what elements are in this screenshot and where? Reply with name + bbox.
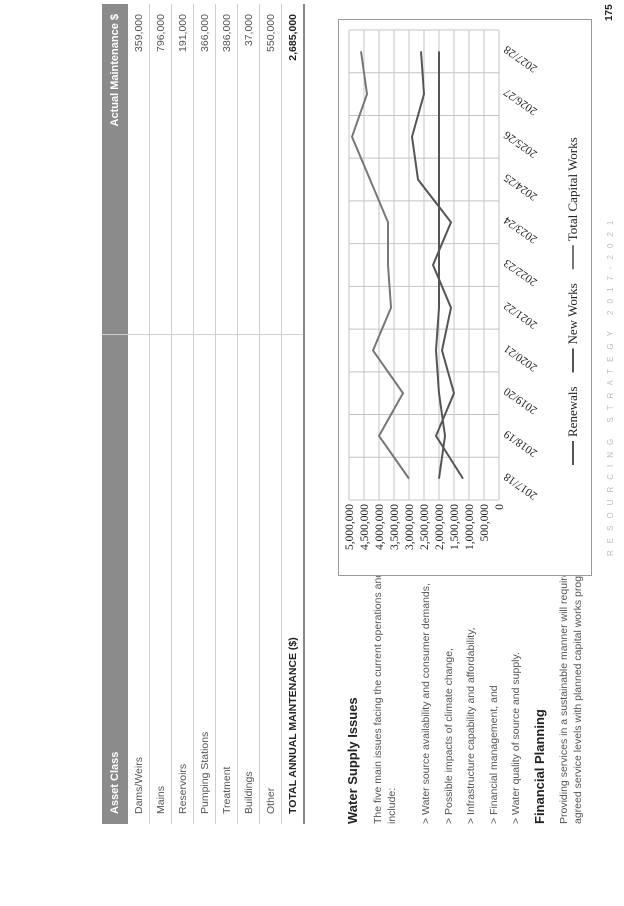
y-tick-label: 2,500,000: [419, 504, 431, 550]
x-tick-label: 2025/26: [502, 128, 540, 160]
chart-svg: 0500,0001,000,0001,500,0002,000,0002,500…: [344, 29, 580, 550]
x-tick-label: 2017/18: [502, 470, 540, 502]
list-item: > Possible impacts of climate change,: [442, 648, 455, 824]
x-tick-label: 2026/27: [502, 85, 540, 117]
maintenance-value-cell: 366,000: [193, 4, 216, 335]
x-tick-label: 2019/20: [502, 385, 540, 417]
asset-class-cell: Pumping Stations: [193, 334, 216, 824]
maintenance-value-cell: 796,000: [149, 4, 172, 335]
x-tick-label: 2018/19: [502, 427, 540, 459]
table-total-row: TOTAL ANNUAL MAINTENANCE ($)2,685,000: [281, 4, 304, 824]
x-tick-label: 2021/22: [502, 299, 540, 331]
maintenance-value-cell: 359,000: [128, 4, 150, 335]
y-tick-label: 1,000,000: [464, 504, 476, 550]
x-tick-label: 2024/25: [502, 171, 540, 203]
asset-class-cell: Dams/Weirs: [128, 334, 150, 824]
y-tick-label: 4,500,000: [359, 504, 371, 550]
series-line-new-works: [410, 51, 464, 480]
asset-class-cell: Other: [259, 334, 282, 824]
footer-text: RESOURCING STRATEGY 2017-2021: [606, 213, 615, 556]
list-item: > Water quality of source and supply.: [510, 652, 522, 824]
maintenance-table: Asset Class Actual Maintenance $ Dams/We…: [102, 4, 305, 824]
asset-class-cell: Reservoirs: [171, 334, 194, 824]
financial-planning-heading: Financial Planning: [532, 709, 547, 824]
legend-label: New Works: [565, 283, 580, 344]
y-tick-label: 3,000,000: [404, 504, 416, 550]
y-tick-label: 500,000: [479, 504, 491, 542]
legend-label: Total Capital Works: [565, 137, 580, 241]
series-line-total-capital-works: [350, 51, 410, 480]
x-tick-label: 2020/21: [502, 342, 540, 374]
x-tick-label: 2022/23: [502, 256, 540, 288]
x-tick-label: 2023/24: [502, 214, 540, 246]
y-tick-label: 3,500,000: [389, 504, 401, 550]
x-tick-label: 2027/28: [502, 43, 540, 75]
issues-list: > Water source availability and consumer…: [415, 583, 528, 824]
total-value-cell: 2,685,000: [281, 4, 304, 335]
asset-class-cell: Mains: [149, 334, 172, 824]
maintenance-value-cell: 37,000: [237, 4, 260, 335]
list-item: > Financial management, and: [487, 685, 500, 824]
table-header-row: Asset Class Actual Maintenance $: [102, 4, 128, 824]
total-label-cell: TOTAL ANNUAL MAINTENANCE ($): [281, 334, 304, 824]
y-tick-label: 0: [494, 504, 506, 510]
maintenance-value-cell: 550,000: [259, 4, 282, 335]
asset-class-cell: Buildings: [237, 334, 260, 824]
list-item: > Water source availability and consumer…: [420, 583, 432, 824]
y-tick-label: 5,000,000: [344, 504, 356, 550]
y-tick-label: 2,000,000: [434, 504, 446, 550]
column-header-actual-maintenance: Actual Maintenance $: [102, 4, 128, 335]
y-tick-label: 1,500,000: [449, 504, 461, 550]
y-tick-label: 4,000,000: [374, 504, 386, 550]
legend-label: Renewals: [565, 386, 580, 437]
water-supply-heading: Water Supply Issues: [345, 697, 360, 824]
series-line-renewals: [434, 51, 447, 479]
list-item: > Infrastructure capability and affordab…: [465, 627, 477, 824]
page-number: 175: [604, 4, 615, 21]
asset-class-cell: Treatment: [215, 334, 238, 824]
maintenance-value-cell: 191,000: [171, 4, 194, 335]
column-header-asset-class: Asset Class: [102, 334, 128, 824]
maintenance-value-cell: 386,000: [215, 4, 238, 335]
